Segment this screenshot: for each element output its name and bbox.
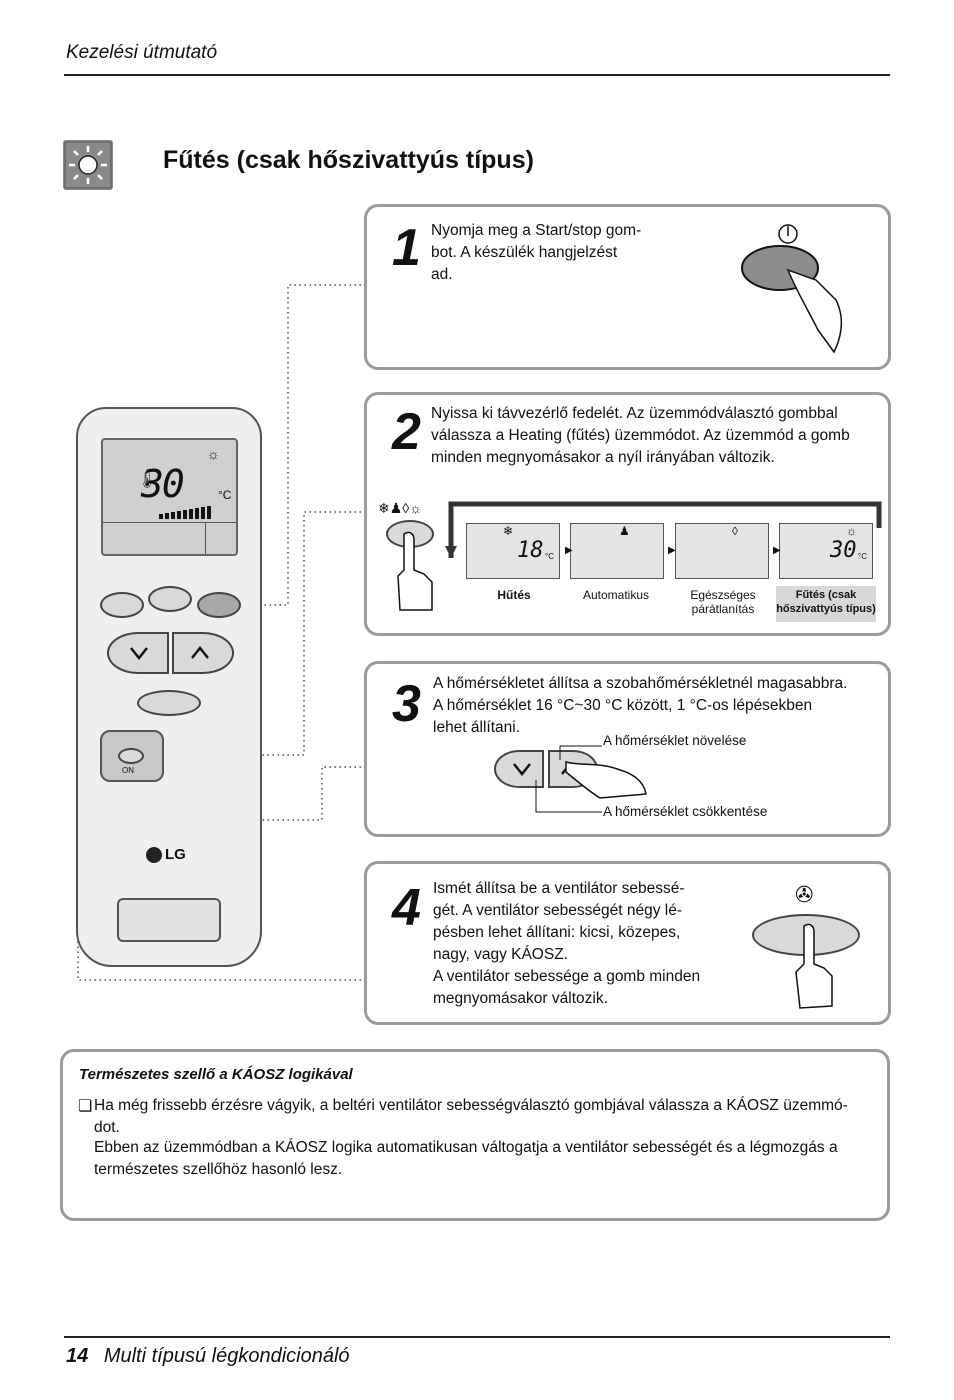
- finger-press-icon: [795, 923, 833, 1009]
- label-temp-up: A hőmérséklet növelése: [603, 733, 747, 748]
- step-2-number: 2: [392, 403, 421, 461]
- mode-label-cooling: Hűtés: [497, 588, 531, 602]
- start-stop-button[interactable]: [197, 592, 241, 618]
- section-title: Fűtés (csak hőszivattyús típus): [163, 146, 534, 174]
- leader-lines: [77, 284, 366, 981]
- mode-switch-panel: ON: [100, 730, 164, 782]
- switch-label: ON: [122, 766, 134, 775]
- fan-icon: ✇: [795, 882, 814, 907]
- step-3-text: A hőmérsékletet állítsa a szobahőmérsékl…: [433, 675, 848, 736]
- swing-button[interactable]: [100, 592, 144, 618]
- mode-lcd-cooling: ❄ 18 °C: [466, 523, 560, 579]
- remote-display-temp: 30: [141, 462, 185, 506]
- mode-label-heating: Fűtés (csak hőszivattyús típus): [776, 586, 876, 622]
- fan-speed-button[interactable]: [137, 690, 201, 716]
- battery-cover: [117, 898, 221, 942]
- footer-rule: [64, 1336, 890, 1338]
- footer-title: Multi típusú légkondicionáló: [103, 1345, 350, 1367]
- remote-display-unit: °C: [218, 488, 232, 502]
- sun-icon: ☼: [207, 446, 220, 462]
- hand-press-icon: [565, 761, 647, 799]
- finger-press-icon: [397, 531, 433, 611]
- step-4-number: 4: [392, 879, 421, 937]
- mode-cycle-arrow: [445, 501, 882, 558]
- lg-logo: LG: [146, 846, 186, 864]
- label-temp-down: A hőmérséklet csökkentése: [603, 804, 768, 819]
- thermometer-icon: 🌡: [137, 472, 158, 489]
- arrow-icon: ▶: [668, 545, 676, 556]
- step-2-text: Nyissa ki távvezérlő fedelét. Az üzemmód…: [431, 405, 850, 466]
- callout-lines: [535, 745, 602, 813]
- mode-lcd-auto: ♟: [570, 523, 664, 579]
- footer: 14 Multi típusú légkondicionáló: [66, 1345, 350, 1368]
- mode-lcd-heating: ☼ 30 °C: [779, 523, 873, 579]
- mode-label-dehumidify: Egészséges párátlanítás: [690, 588, 756, 616]
- note-box: [60, 1049, 890, 1221]
- step-3-box: [364, 661, 891, 837]
- mode-icons: ❄♟◊☼: [378, 500, 423, 516]
- jet-button[interactable]: [148, 586, 192, 612]
- note-paragraph-2: Ebben az üzemmódban a KÁOSZ logika autom…: [94, 1139, 838, 1178]
- note-bullet: ❏: [78, 1098, 93, 1115]
- note-paragraph-1: Ha még frissebb érzésre vágyik, a beltér…: [94, 1097, 848, 1136]
- running-header: Kezelési útmutató: [66, 42, 218, 63]
- mode-lcd-dehumidify: ◊: [675, 523, 769, 579]
- temp-up-button[interactable]: [172, 632, 234, 674]
- header-rule: [64, 74, 890, 76]
- step-1-text: Nyomja meg a Start/stop gom- bot. A kész…: [431, 222, 642, 283]
- page-number: 14: [66, 1345, 89, 1367]
- fan-bars-icon: [159, 506, 211, 519]
- press-start-button-illustration: [741, 224, 843, 354]
- note-title: Természetes szellő a KÁOSZ logikával: [79, 1066, 353, 1083]
- step-3-number: 3: [392, 675, 421, 733]
- sun-heating-icon: [63, 140, 113, 190]
- mode-button[interactable]: [118, 748, 144, 764]
- step-4-text: Ismét állítsa be a ventilátor sebessé- g…: [433, 880, 701, 1007]
- mode-label-auto: Automatikus: [582, 588, 650, 602]
- arrow-icon: ▶: [773, 545, 781, 556]
- remote-display: 30 °C ☼ 🌡: [101, 438, 238, 556]
- step-1-number: 1: [392, 219, 421, 277]
- arrow-icon: ▶: [565, 545, 573, 556]
- temp-down-button[interactable]: [107, 632, 169, 674]
